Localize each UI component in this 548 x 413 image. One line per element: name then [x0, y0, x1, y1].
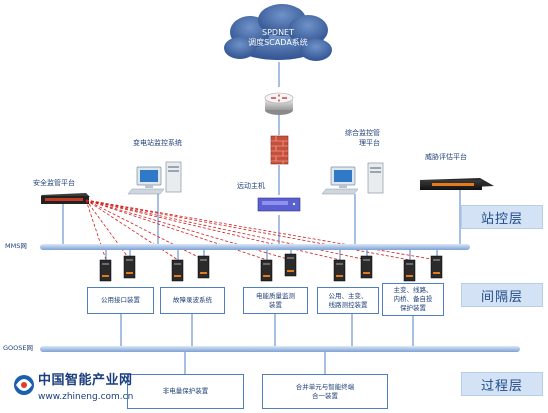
bay-box-fault-recorder: 故障录波系统 [160, 287, 225, 314]
bay-box-label: 电能质量监测 装置 [256, 291, 295, 309]
logo-icon [14, 375, 34, 395]
cloud-label: SPDNET 调度SCADA系统 [218, 28, 338, 48]
comprehensive-monitor-label-2: 理平台 [359, 139, 380, 147]
router-icon [264, 92, 294, 115]
bay-box-power-quality: 电能质量监测 装置 [243, 287, 308, 314]
bay-box-label: 主变、线路、 内桥、备自投 保护装置 [393, 286, 433, 312]
logo-url: www.zhineng.com.cn [38, 392, 134, 402]
computer-icon [127, 161, 182, 195]
goose-bus [40, 346, 520, 352]
comprehensive-monitor-label-1: 综合监控管 [345, 129, 380, 137]
mms-bus-label: MMS网 [5, 242, 27, 250]
logo-title: 中国智能产业网 [38, 373, 133, 388]
security-mgmt-label: 安全监管平台 [33, 179, 75, 187]
bay-box-public-interface: 公用接口装置 [87, 287, 154, 314]
process-box-label: 非电量保护装置 [162, 387, 209, 396]
bay-device-icon [99, 253, 443, 282]
mms-bus [40, 244, 470, 250]
remote-host-icon [257, 197, 301, 212]
threat-device-icon [420, 178, 494, 190]
goose-bus-label: GOOSE网 [3, 344, 34, 352]
cloud-icon [224, 4, 332, 61]
firewall-icon [270, 135, 289, 165]
remote-host-label: 远动主机 [237, 182, 265, 190]
layer-bay: 间隔层 [461, 283, 543, 307]
bay-box-protection: 主变、线路、 内桥、备自投 保护装置 [382, 283, 444, 316]
bay-box-label: 故障录波系统 [173, 296, 212, 305]
process-box-label: 合并单元与智能终端 合一装置 [295, 382, 355, 400]
security-device-icon [41, 193, 90, 204]
process-box-merging-unit: 合并单元与智能终端 合一装置 [262, 374, 388, 409]
bay-box-label: 公用接口装置 [101, 296, 140, 305]
layer-process: 过程层 [461, 372, 543, 396]
cloud-line-2: 调度SCADA系统 [248, 38, 308, 47]
computer-icon [321, 162, 384, 195]
threat-eval-label: 威胁评估平台 [425, 153, 467, 161]
station-monitor-label: 变电站监控系统 [133, 139, 182, 147]
cloud-line-1: SPDNET [262, 28, 294, 37]
bay-box-label: 公用、主变、 线路测控装置 [328, 291, 368, 309]
layer-station: 站控层 [461, 205, 543, 229]
bay-box-measure-control: 公用、主变、 线路测控装置 [317, 287, 379, 314]
process-box-nonelectric: 非电量保护装置 [127, 374, 244, 409]
